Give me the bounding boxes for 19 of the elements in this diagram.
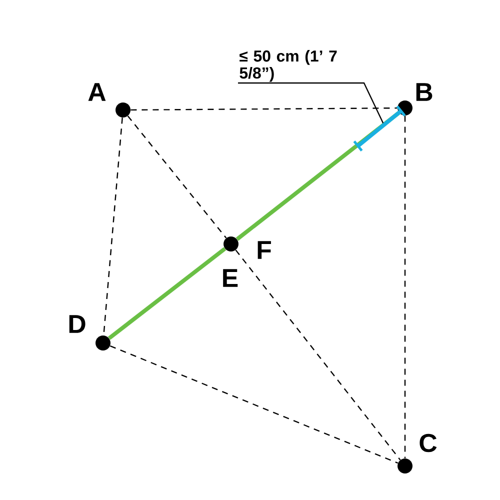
node-label: E — [223, 269, 238, 287]
line — [404, 116, 406, 458]
leader-line — [238, 82, 385, 126]
point: A — [88, 83, 130, 118]
line — [108, 247, 226, 340]
point: B — [398, 83, 432, 116]
line — [130, 107, 398, 111]
point: E F — [223, 236, 271, 287]
measurement-label: ≤ 50 cm (1’ 7 5/8”) — [240, 50, 337, 82]
line — [127, 116, 227, 238]
node-label: B — [416, 83, 432, 101]
line — [235, 250, 401, 460]
node-label: C — [420, 434, 437, 452]
point: D — [69, 315, 110, 350]
line — [110, 345, 398, 464]
point: C — [398, 434, 437, 474]
node-label: F — [258, 241, 271, 259]
node-label: D — [69, 315, 86, 333]
node-label: A — [88, 83, 106, 101]
